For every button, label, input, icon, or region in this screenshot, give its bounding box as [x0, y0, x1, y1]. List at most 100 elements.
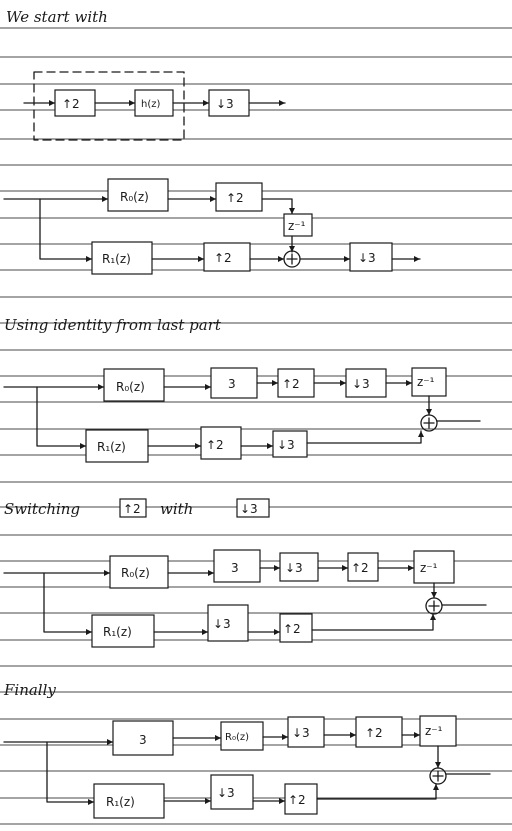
heading-finally: Finally — [3, 681, 56, 699]
downsample-block — [349, 242, 393, 272]
arrow-icon — [267, 443, 273, 449]
arrow-icon — [195, 443, 201, 449]
block-label: R₀(z) — [225, 732, 249, 743]
block-label: R₀(z) — [121, 566, 150, 580]
arrow-icon — [208, 570, 214, 576]
r1-block — [91, 614, 155, 648]
diagram-4: R₀(z) 3 ↓3 ↑2 z⁻¹ R₁(z) ↓3 ↑2 — [3, 549, 487, 648]
arrow-icon — [350, 732, 356, 738]
adder-icon — [425, 597, 443, 615]
diagram-2: R₀(z) ↑2 z⁻¹ R₁(z) ↑2 ↓3 — [3, 178, 421, 275]
arrow-icon — [205, 384, 211, 390]
r0-block — [107, 178, 169, 212]
arrow-icon — [98, 384, 104, 390]
arrow-icon — [289, 208, 295, 214]
arrow-icon — [102, 196, 108, 202]
arrow-icon — [198, 256, 204, 262]
adder-icon — [420, 414, 438, 432]
upsample-block — [279, 613, 313, 643]
block-label: ↑2 — [206, 438, 224, 452]
arrow-icon — [104, 570, 110, 576]
block-label: 3 — [228, 377, 236, 391]
downsample-block — [345, 368, 387, 398]
arrow-icon — [433, 784, 439, 790]
heading-we-start-with: We start with — [6, 8, 108, 26]
block-label: ↑2 — [282, 377, 300, 391]
r1-block — [85, 429, 149, 463]
block-label: ↓3 — [285, 561, 303, 575]
r0-block — [103, 368, 165, 402]
delay-block — [411, 367, 447, 397]
block-label: ↑2 — [365, 726, 383, 740]
arrow-icon — [344, 256, 350, 262]
arrow-icon — [86, 256, 92, 262]
block-label: ↑2 — [62, 97, 80, 111]
arrow-icon — [414, 256, 420, 262]
arrow-icon — [215, 735, 221, 741]
diagram-1: ↑2 h(z) ↓3 — [23, 89, 286, 117]
arrow-icon — [289, 246, 295, 252]
downsample-block — [210, 774, 254, 810]
three-block — [112, 720, 174, 756]
downsample-block — [279, 552, 319, 582]
branch-line — [46, 741, 95, 803]
arrow-icon — [129, 100, 135, 106]
arrow-icon — [274, 629, 280, 635]
block-label: ↓3 — [213, 617, 231, 631]
block-label: z⁻¹ — [417, 375, 435, 389]
upsample-block — [277, 368, 315, 398]
arrow-icon — [203, 100, 209, 106]
r1-block — [93, 783, 165, 819]
upsample-block — [203, 242, 251, 272]
delay-block — [283, 213, 313, 237]
block-label: z⁻¹ — [425, 724, 443, 738]
arrow-icon — [80, 443, 86, 449]
block-label: ↑2 — [288, 793, 306, 807]
arrow-icon — [202, 629, 208, 635]
block-label: ↑2 — [214, 251, 232, 265]
signal-line — [311, 613, 434, 631]
block-label: R₁(z) — [102, 252, 131, 266]
branch-line — [39, 198, 93, 260]
arrow-icon — [418, 431, 424, 437]
delay-block — [413, 550, 455, 584]
arrow-icon — [282, 734, 288, 740]
arrow-icon — [210, 196, 216, 202]
filter-block — [134, 89, 174, 117]
block-label: z⁻¹ — [288, 219, 306, 233]
upsample-block — [215, 182, 263, 212]
arrow-icon — [279, 100, 285, 106]
dashed-group-box — [33, 71, 185, 141]
arrow-icon — [88, 799, 94, 805]
arrow-icon — [274, 565, 280, 571]
signal-line — [261, 198, 293, 215]
arrow-icon — [340, 380, 346, 386]
arrow-icon — [408, 565, 414, 571]
arrow-icon — [406, 380, 412, 386]
heading-switching-with: with — [160, 500, 193, 518]
inline-upsample-block — [119, 498, 147, 518]
branch-line — [36, 386, 87, 447]
inline-downsample-block — [236, 498, 270, 518]
arrow-icon — [86, 629, 92, 635]
diagram-5: 3 R₀(z) ↓3 ↑2 z⁻¹ R₁(z) ↓3 ↑2 — [3, 715, 491, 819]
downsample-block — [207, 604, 249, 642]
r1-block — [91, 241, 153, 275]
block-label: R₀(z) — [120, 190, 149, 204]
block-label: R₁(z) — [106, 795, 135, 809]
delay-block — [419, 715, 457, 747]
block-label: ↑2 — [283, 622, 301, 636]
inline-block-label: ↓3 — [240, 502, 258, 516]
inline-block-label: ↑2 — [123, 502, 141, 516]
heading-switching: Switching — [4, 500, 80, 518]
arrow-icon — [272, 380, 278, 386]
adder-icon — [429, 767, 447, 785]
block-label: h(z) — [141, 99, 160, 110]
block-label: 3 — [231, 561, 239, 575]
downsample-block — [272, 430, 308, 458]
arrow-icon — [205, 798, 211, 804]
block-label: ↓3 — [352, 377, 370, 391]
signal-line — [316, 783, 437, 800]
